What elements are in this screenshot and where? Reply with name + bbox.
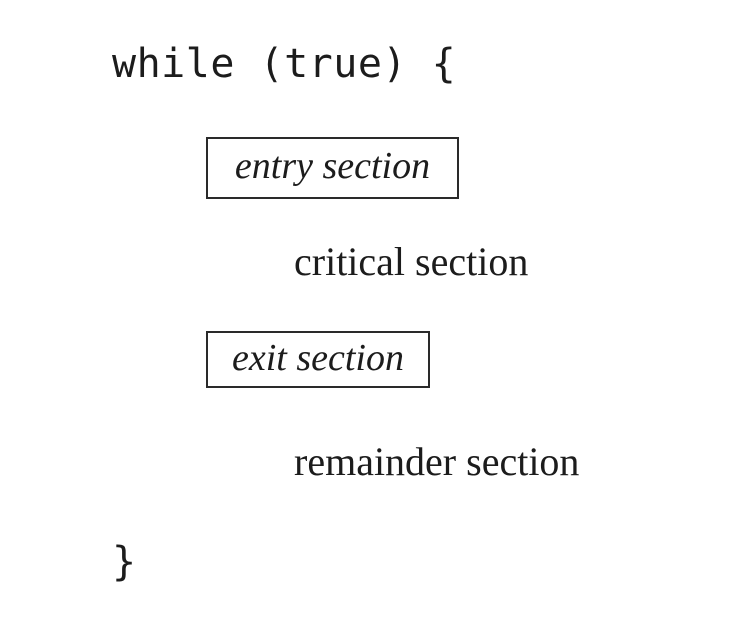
while-loop-open-statement: while (true) { [112,41,457,87]
remainder-section-label: remainder section [294,439,580,484]
entry-section-label: entry section [234,145,431,187]
exit-section-label: exit section [232,336,404,379]
while-loop-close-statement: } [112,539,137,585]
exit-section-box: exit section [206,331,430,388]
critical-section-label: critical section [294,239,529,284]
entry-section-box: entry section [206,137,459,199]
